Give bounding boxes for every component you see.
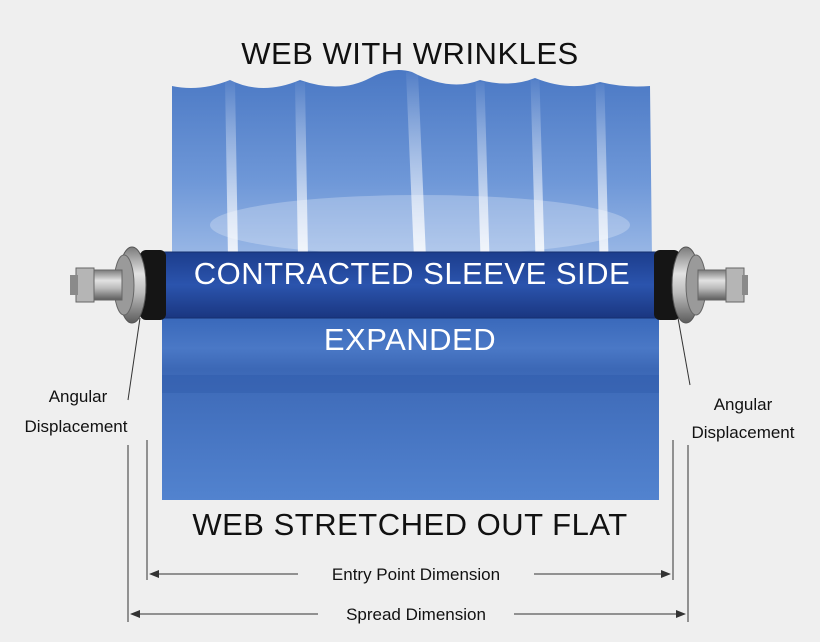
right-label-line2: Displacement	[692, 423, 795, 442]
roller-label-bottom: EXPANDED	[324, 322, 496, 357]
left-roller-end	[70, 246, 166, 324]
title-top: WEB WITH WRINKLES	[241, 36, 578, 71]
left-label-line2: Displacement	[25, 417, 128, 436]
spread-dimension-label: Spread Dimension	[346, 605, 486, 624]
right-angle-line	[677, 317, 691, 386]
title-bottom: WEB STRETCHED OUT FLAT	[192, 507, 627, 542]
entry-dimension-label: Entry Point Dimension	[332, 565, 500, 584]
roller-label-top: CONTRACTED SLEEVE SIDE	[194, 256, 630, 291]
right-label-line1: Angular	[714, 395, 773, 414]
left-label-line1: Angular	[49, 387, 108, 406]
roller-sleeve	[148, 252, 674, 318]
wrinkle-streaks	[210, 71, 630, 259]
flat-web	[162, 298, 659, 500]
left-angle-line	[127, 317, 141, 401]
right-roller-end	[654, 246, 748, 324]
